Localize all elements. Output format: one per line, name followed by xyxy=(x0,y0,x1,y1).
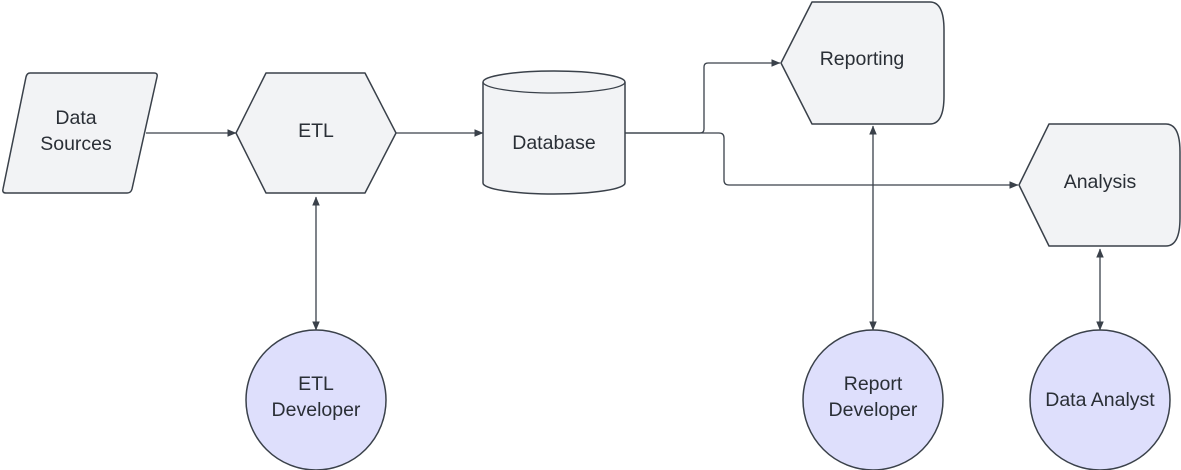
node-reporting: Reporting xyxy=(780,1,945,125)
node-report-developer: Report Developer xyxy=(802,329,944,470)
node-report-developer-label-2: Developer xyxy=(829,399,918,421)
node-etl-developer-label-2: Developer xyxy=(272,399,361,421)
node-etl: ETL xyxy=(235,72,397,194)
edge-database-to-analysis xyxy=(625,132,1019,189)
node-etl-developer: ETL Developer xyxy=(245,329,387,470)
node-analysis-label: Analysis xyxy=(1064,171,1137,193)
node-report-developer-label-1: Report xyxy=(844,373,903,395)
node-etl-label: ETL xyxy=(298,120,334,142)
node-data-sources: Data Sources xyxy=(2,72,158,194)
node-reporting-label: Reporting xyxy=(820,48,905,70)
node-database: Database xyxy=(482,70,626,195)
node-analysis: Analysis xyxy=(1018,123,1181,247)
edge-database-to-reporting xyxy=(625,59,781,134)
node-data-analyst-label: Data Analyst xyxy=(1045,389,1155,411)
node-data-analyst: Data Analyst xyxy=(1029,329,1171,470)
node-data-sources-label-1: Data xyxy=(55,107,96,129)
node-database-label: Database xyxy=(512,132,595,154)
node-etl-developer-label-1: ETL xyxy=(298,373,334,395)
node-data-sources-label-2: Sources xyxy=(40,133,112,155)
